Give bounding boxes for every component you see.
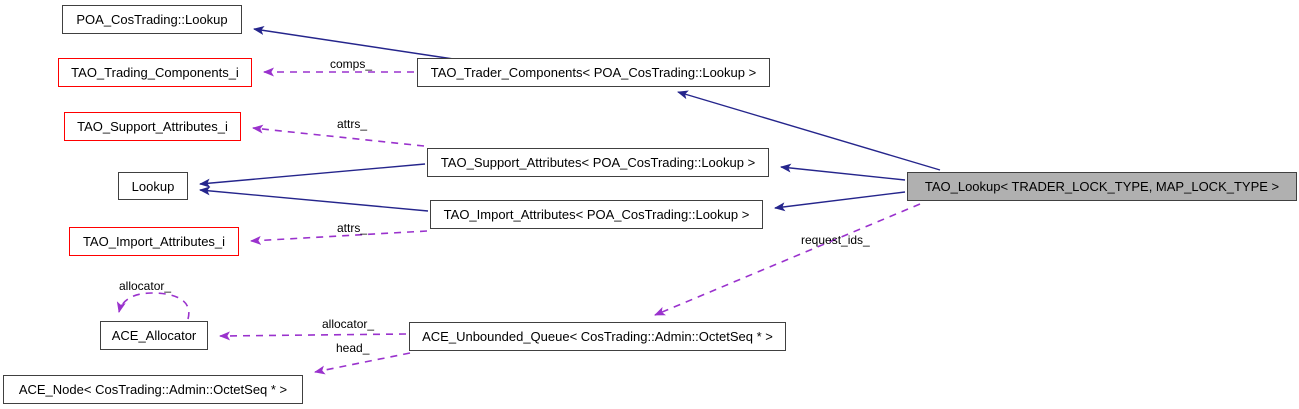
node-tao-lookup-current[interactable]: TAO_Lookup< TRADER_LOCK_TYPE, MAP_LOCK_T… bbox=[907, 172, 1297, 201]
node-label: ACE_Node< CosTrading::Admin::OctetSeq * … bbox=[18, 382, 288, 397]
edge-trader-components-to-poa-lookup bbox=[253, 26, 461, 61]
edge-allocator-self-loop bbox=[116, 292, 190, 320]
node-tao-import-attributes-i[interactable]: TAO_Import_Attributes_i bbox=[69, 227, 239, 256]
edge-tao-lookup-to-support-attributes bbox=[780, 163, 906, 181]
node-ace-unbounded-queue-octetseq[interactable]: ACE_Unbounded_Queue< CosTrading::Admin::… bbox=[409, 322, 786, 351]
edge-head bbox=[314, 352, 411, 375]
node-label: ACE_Allocator bbox=[111, 328, 197, 343]
node-ace-node-octetseq[interactable]: ACE_Node< CosTrading::Admin::OctetSeq * … bbox=[3, 375, 303, 404]
node-label: TAO_Lookup< TRADER_LOCK_TYPE, MAP_LOCK_T… bbox=[924, 179, 1280, 194]
edge-allocator-queue bbox=[219, 331, 407, 341]
edge-label-attrs-import: attrs_ bbox=[337, 221, 368, 235]
node-tao-trading-components-i[interactable]: TAO_Trading_Components_i bbox=[58, 58, 252, 87]
edge-attrs-support bbox=[252, 124, 425, 147]
node-tao-trader-components-lookup[interactable]: TAO_Trader_Components< POA_CosTrading::L… bbox=[417, 58, 770, 87]
node-label: Lookup bbox=[131, 178, 175, 194]
node-poa-costrading-lookup[interactable]: POA_CosTrading::Lookup bbox=[62, 5, 242, 34]
node-label: POA_CosTrading::Lookup bbox=[76, 12, 228, 27]
node-label: TAO_Support_Attributes_i bbox=[77, 119, 228, 134]
node-label: TAO_Trader_Components< POA_CosTrading::L… bbox=[430, 65, 757, 80]
node-label: ACE_Unbounded_Queue< CosTrading::Admin::… bbox=[422, 329, 773, 344]
edge-attrs-import bbox=[250, 230, 428, 245]
node-label: TAO_Import_Attributes_i bbox=[82, 234, 226, 249]
edge-label-allocator-self: allocator_ bbox=[119, 279, 172, 293]
edge-label-allocator-queue: allocator_ bbox=[322, 317, 375, 331]
node-tao-support-attributes-lookup[interactable]: TAO_Support_Attributes< POA_CosTrading::… bbox=[427, 148, 769, 177]
edge-label-head: head_ bbox=[336, 341, 370, 355]
edge-import-attributes-to-lookup bbox=[199, 186, 429, 212]
edge-tao-lookup-to-trader-components bbox=[677, 90, 941, 171]
edge-label-comps: comps_ bbox=[330, 57, 373, 71]
edge-support-attributes-to-lookup bbox=[199, 163, 426, 188]
edge-tao-lookup-to-import-attributes bbox=[774, 191, 906, 212]
node-label: TAO_Trading_Components_i bbox=[71, 65, 239, 80]
node-label: TAO_Support_Attributes< POA_CosTrading::… bbox=[440, 155, 756, 170]
edge-label-attrs-support: attrs_ bbox=[337, 117, 368, 131]
node-ace-allocator[interactable]: ACE_Allocator bbox=[100, 321, 208, 350]
node-label: TAO_Import_Attributes< POA_CosTrading::L… bbox=[443, 207, 750, 222]
node-tao-import-attributes-lookup[interactable]: TAO_Import_Attributes< POA_CosTrading::L… bbox=[430, 200, 763, 229]
edge-label-request-ids: request_ids_ bbox=[801, 233, 870, 247]
node-tao-support-attributes-i[interactable]: TAO_Support_Attributes_i bbox=[64, 112, 241, 141]
edge-request-ids bbox=[654, 203, 921, 316]
node-lookup[interactable]: Lookup bbox=[118, 172, 188, 200]
